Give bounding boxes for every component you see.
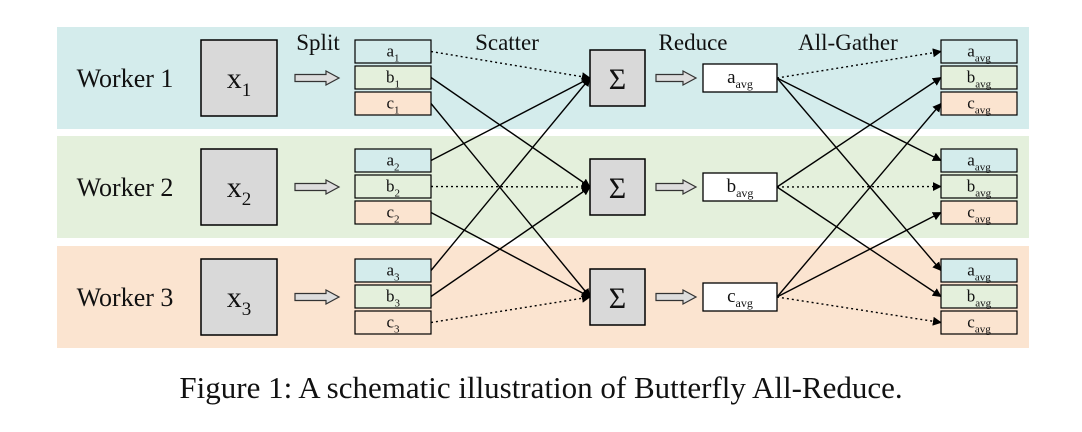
gather-line [776,211,942,298]
avg-label: cavg [727,286,753,310]
reduce-arrow [655,178,698,196]
gathered-cell [940,284,1018,309]
avg-label: aavg [727,67,753,91]
sum-symbol: Σ [609,282,626,315]
figure-caption: Figure 1: A schematic illustration of Bu… [179,370,903,405]
part-label: c3 [386,313,400,336]
gather-line [776,186,942,298]
split-label: Split [296,30,340,55]
connection-lines [430,48,942,326]
part-label: b1 [386,68,400,91]
allgather-label: All-Gather [798,30,898,55]
input-label: x3 [227,281,252,320]
part-cell [354,174,432,199]
scatter-line [430,50,591,82]
gather-line [776,77,942,272]
reduce-label: Reduce [659,30,728,55]
sum-box [589,268,646,326]
split-arrow [294,178,341,196]
gathered-label: bavg [967,287,992,310]
scatter-line [430,182,591,192]
scatter-line [430,293,591,324]
scatter-line [430,186,591,298]
part-label: a3 [386,261,400,284]
split-arrow [294,288,341,306]
avg-box [702,282,778,312]
gathered-cell [940,39,1018,64]
avg-label: bavg [727,176,754,200]
gather-line [776,76,942,188]
gathered-label: cavg [967,94,991,117]
gathered-cell [940,91,1018,116]
part-label: c1 [386,94,399,117]
stage-labels: Split Scatter Reduce All-Gather [296,30,898,55]
reduce-arrow [655,288,698,306]
gathered-cell [940,258,1018,283]
sum-symbol: Σ [609,63,626,96]
gather-line [776,102,942,298]
part-cell [354,284,432,309]
gathered-cell [940,200,1018,225]
scatter-line [430,103,591,298]
part-label: c2 [386,203,399,226]
part-cell [354,310,432,335]
part-cell [354,148,432,173]
sum-symbol: Σ [609,172,626,205]
input-box [200,258,278,336]
gathered-label: aavg [967,261,991,284]
scatter-line [430,77,591,162]
gathered-label: bavg [967,177,992,200]
worker-label: Worker 3 [77,283,174,312]
gathered-cell [940,310,1018,335]
split-arrow [294,69,341,87]
scatter-line [430,211,591,298]
gathered-label: cavg [967,203,991,226]
avg-box [702,172,778,202]
worker-label: Worker 2 [77,173,174,202]
gathered-cell [940,65,1018,90]
part-label: a1 [386,42,399,65]
gathered-label: cavg [967,313,991,336]
sum-box [589,158,646,216]
part-label: b3 [386,287,401,310]
reduce-arrow [655,69,698,87]
input-label: x1 [227,62,252,101]
input-label: x2 [227,171,252,210]
gather-line [776,182,942,192]
gather-line [776,77,942,162]
scatter-line [430,76,591,188]
scatter-line [430,77,591,271]
gathered-label: aavg [967,42,991,65]
avg-box [702,63,778,93]
part-cell [354,39,432,64]
part-label: a2 [386,151,399,174]
input-box [200,39,278,117]
worker-label: Worker 1 [77,64,174,93]
gathered-label: aavg [967,151,991,174]
part-cell [354,258,432,283]
part-label: b2 [386,177,400,200]
scatter-label: Scatter [475,30,539,55]
part-cell [354,200,432,225]
gathered-cell [940,174,1018,199]
sum-box [589,49,646,107]
gathered-cell [940,148,1018,173]
part-cell [354,91,432,116]
part-cell [354,65,432,90]
input-box [200,148,278,226]
gathered-label: bavg [967,68,992,91]
